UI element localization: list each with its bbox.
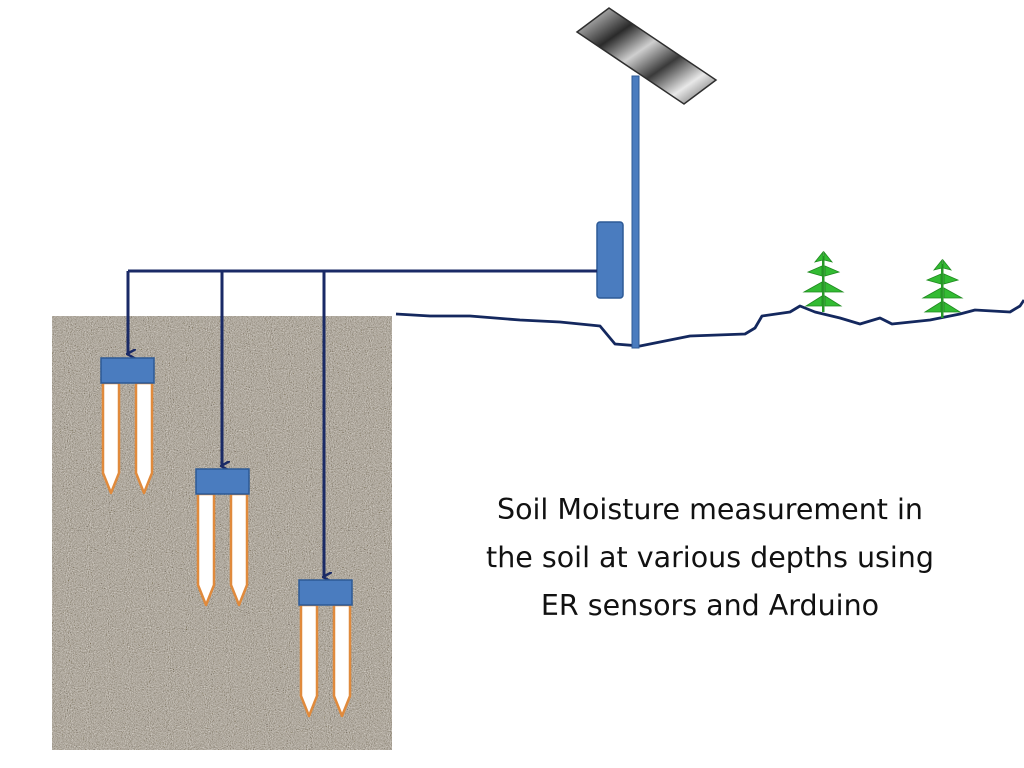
- solar-pole: [631, 75, 640, 349]
- er-sensor-icon: [195, 468, 250, 607]
- caption-line-3: ER sensors and Arduino: [540, 589, 880, 622]
- ground-line: [395, 299, 1024, 348]
- caption-line-2: the soil at various depths using: [486, 541, 934, 574]
- plant-icon: [802, 250, 845, 312]
- caption-line-1: Soil Moisture measurement in: [496, 493, 923, 526]
- solar-panel-icon: [575, 7, 718, 105]
- er-sensor-icon: [100, 357, 155, 495]
- plant-icon: [921, 258, 964, 318]
- arduino-box-icon: [596, 221, 624, 299]
- diagram-caption: Soil Moisture measurement in the soil at…: [440, 486, 980, 630]
- er-sensor-icon: [298, 579, 353, 718]
